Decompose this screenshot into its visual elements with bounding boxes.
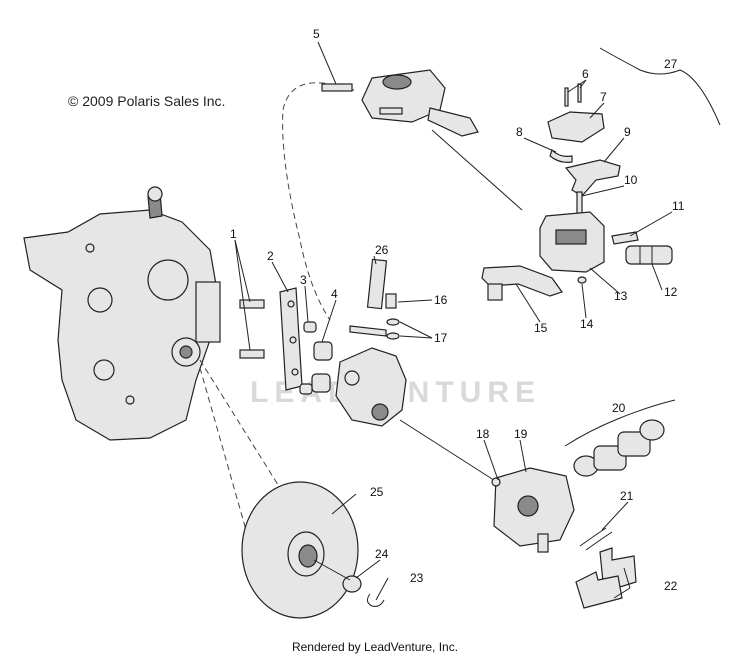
callout-9: 9 — [624, 125, 631, 139]
lever-15 — [481, 265, 563, 297]
spring-clip-8 — [549, 148, 573, 163]
transmission-housing — [23, 186, 221, 441]
pivot-bolt-10 — [576, 191, 583, 215]
callout-7: 7 — [600, 90, 607, 104]
oring-14 — [577, 276, 587, 284]
brake-line — [282, 82, 336, 321]
callout-26: 26 — [375, 243, 389, 257]
piston-12 — [625, 245, 673, 265]
callout-17: 17 — [434, 331, 448, 345]
callout-3: 3 — [300, 273, 307, 287]
screws-6 — [564, 83, 582, 107]
callout-1: 1 — [230, 227, 237, 241]
pad-strip-26 — [366, 258, 388, 310]
callout-24: 24 — [375, 547, 389, 561]
bolts-1 — [239, 299, 265, 359]
bushing-3b — [299, 383, 313, 395]
spacer-4 — [313, 341, 333, 361]
callout-2: 2 — [267, 249, 274, 263]
hose-end — [349, 325, 387, 337]
washer-24 — [342, 575, 362, 593]
primary-caliper — [335, 347, 407, 427]
callout-21: 21 — [620, 489, 634, 503]
leader-caliper — [399, 419, 501, 485]
leader-master-to-group — [431, 129, 523, 211]
banjo-fitting-5 — [321, 83, 353, 92]
callout-20: 20 — [612, 401, 626, 415]
callout-25: 25 — [370, 485, 384, 499]
callout-18: 18 — [476, 427, 490, 441]
washer-17b — [386, 332, 400, 340]
rendered-by-footer: Rendered by LeadVenture, Inc. — [291, 640, 459, 654]
bushing-3 — [303, 321, 317, 333]
callout-11: 11 — [672, 199, 685, 213]
callout-12: 12 — [664, 285, 678, 299]
callout-22: 22 — [664, 579, 678, 593]
leader-lines — [234, 41, 673, 601]
piston-seals-20 — [573, 419, 665, 477]
bracket-27 — [599, 47, 721, 126]
brake-pad-22b — [575, 571, 623, 609]
callout-16: 16 — [434, 293, 448, 307]
bracket-hole-a — [287, 300, 295, 308]
axis-trans-disc-2 — [199, 367, 247, 531]
secondary-caliper — [491, 467, 575, 553]
callout-13: 13 — [614, 289, 628, 303]
callout-10: 10 — [624, 173, 638, 187]
callout-23: 23 — [410, 571, 424, 585]
bracket-hole-c — [291, 368, 299, 376]
lever-boss — [487, 283, 503, 301]
copyright-text: © 2009 Polaris Sales Inc. — [68, 93, 226, 109]
bracket-hole-b — [289, 336, 297, 344]
washer-17a — [386, 318, 400, 326]
master-cylinder-assembly — [361, 69, 479, 137]
lever-guard-9 — [564, 159, 621, 197]
callout-27: 27 — [664, 57, 678, 71]
bracket-20 — [564, 399, 676, 447]
body-detail — [555, 229, 587, 245]
callout-5: 5 — [313, 27, 320, 41]
clip-21 — [579, 527, 613, 551]
callout-4: 4 — [331, 287, 338, 301]
callout-8: 8 — [516, 125, 523, 139]
callout-14: 14 — [580, 317, 594, 331]
callout-19: 19 — [514, 427, 528, 441]
circlip-23 — [366, 593, 385, 607]
axis-trans-disc — [199, 359, 301, 521]
callout-15: 15 — [534, 321, 548, 335]
banjo-bolt-16 — [385, 293, 397, 309]
reservoir-cover-7 — [547, 111, 605, 143]
spacer-4b — [311, 373, 331, 393]
brake-disc-25 — [241, 481, 359, 619]
callout-6: 6 — [582, 67, 589, 81]
axis-disc-washer — [313, 559, 351, 581]
